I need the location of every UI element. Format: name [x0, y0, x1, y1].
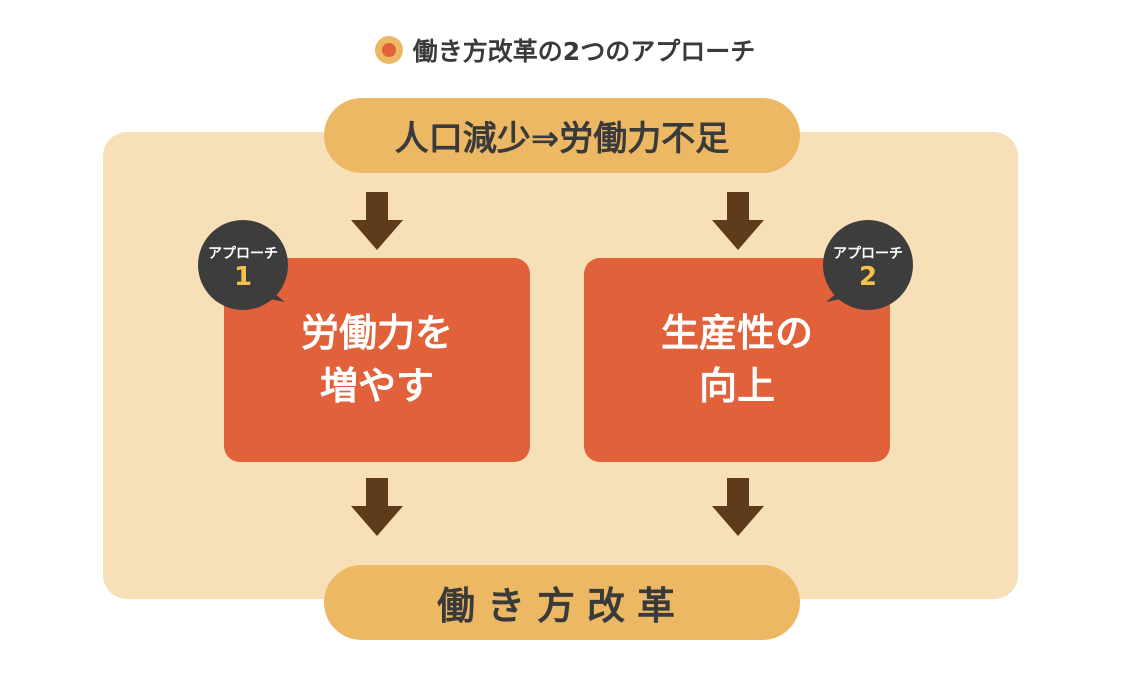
arrow-down-icon: [712, 478, 764, 536]
cause-pill: 人口減少⇒労働力不足: [324, 98, 800, 173]
approach-2-badge-number: 2: [858, 262, 878, 292]
approach-2-badge: アプローチ 2: [816, 220, 916, 320]
arrow-down-icon: [351, 192, 403, 250]
arrow-down-icon: [712, 192, 764, 250]
approach-2-box: 生産性の 向上: [584, 258, 890, 462]
title-bullet-icon: [374, 36, 403, 64]
cause-pill-text: 人口減少⇒労働力不足: [394, 119, 730, 159]
diagram-title: 働き方改革の2つのアプローチ: [0, 30, 1130, 70]
arrow-down-icon: [351, 478, 403, 536]
approach-1-badge-label: アプローチ: [208, 246, 278, 262]
approach-2-badge-label: アプローチ: [833, 246, 903, 262]
outcome-pill: 働き方改革: [324, 565, 800, 640]
diagram-title-text: 働き方改革の2つのアプローチ: [412, 37, 756, 66]
approach-2-line-2: 向上: [698, 364, 775, 408]
outcome-pill-text: 働き方改革: [436, 584, 687, 628]
approach-1-badge: アプローチ 1: [195, 220, 295, 320]
approach-1-line-1: 労働力を: [300, 310, 453, 355]
speech-bubble-icon: [823, 220, 913, 310]
approach-2-line-1: 生産性の: [660, 310, 813, 355]
approach-1-line-2: 増やす: [319, 364, 434, 408]
approach-1-badge-number: 1: [233, 262, 253, 292]
speech-bubble-icon: [198, 220, 288, 310]
